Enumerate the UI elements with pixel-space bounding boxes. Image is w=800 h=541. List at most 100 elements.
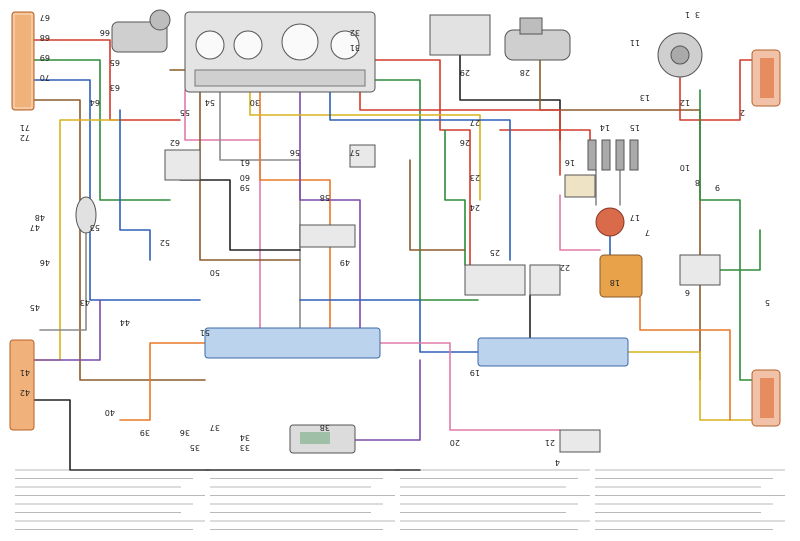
callout-38: 38	[320, 423, 330, 432]
wiper-motor	[111, 9, 171, 53]
wire-pink	[559, 194, 601, 251]
wire-violet	[33, 299, 101, 361]
callout-48: 48	[35, 213, 45, 222]
callout-1: 1	[685, 10, 690, 19]
wire-grey	[39, 232, 87, 331]
callout-30: 30	[250, 98, 260, 107]
callout-4: 4	[555, 458, 560, 467]
wire-yellow	[627, 351, 753, 421]
wire-red	[374, 59, 471, 266]
wire-brown	[539, 59, 701, 381]
callout-9: 9	[715, 183, 720, 192]
distributor	[595, 207, 625, 237]
callout-69: 69	[40, 53, 50, 62]
callout-3: 3	[695, 10, 700, 19]
callout-43: 43	[80, 298, 90, 307]
callout-56: 56	[290, 148, 300, 157]
callout-28: 28	[520, 68, 530, 77]
callout-62: 62	[170, 138, 180, 147]
callout-18: 18	[610, 278, 620, 287]
callout-10: 10	[680, 163, 690, 172]
wire-red	[679, 59, 753, 121]
wire-green	[444, 129, 466, 266]
starter	[504, 17, 571, 61]
wire-brown	[409, 159, 466, 251]
callout-53: 53	[90, 223, 100, 232]
right-headlight-block	[751, 49, 781, 107]
callout-31: 31	[350, 43, 360, 52]
callout-11: 11	[630, 38, 640, 47]
wire-orange	[639, 296, 731, 421]
callout-46: 46	[40, 258, 50, 267]
callout-49: 49	[340, 258, 350, 267]
callout-7: 7	[645, 228, 650, 237]
wire-blue	[299, 299, 479, 353]
callout-32: 32	[350, 28, 360, 37]
callout-60: 60	[240, 173, 250, 182]
callout-64: 64	[90, 98, 100, 107]
callout-27: 27	[470, 118, 480, 127]
callout-26: 26	[460, 138, 470, 147]
wire-violet	[299, 91, 361, 331]
callout-20: 20	[450, 438, 460, 447]
wire-red	[499, 129, 591, 141]
callout-67: 67	[40, 13, 50, 22]
wire-yellow	[249, 91, 481, 201]
callout-37: 37	[210, 423, 220, 432]
fuse-block-left	[204, 327, 381, 359]
radio	[289, 424, 356, 454]
callout-71: 71	[20, 123, 30, 132]
callout-47: 47	[30, 223, 40, 232]
right-rear-light-block	[751, 369, 781, 427]
callout-50: 50	[210, 268, 220, 277]
wire-harness	[33, 39, 761, 471]
callout-40: 40	[105, 408, 115, 417]
callout-72: 72	[20, 133, 30, 142]
callout-2: 2	[740, 108, 745, 117]
fuse-block-right	[477, 337, 629, 367]
wire-green	[374, 79, 479, 301]
callout-17: 17	[630, 213, 640, 222]
wire-violet	[354, 359, 421, 441]
wire-brown	[33, 99, 206, 381]
legend-caption-text	[15, 469, 785, 530]
left-headlight-block	[11, 11, 35, 111]
ignition-coil	[599, 254, 643, 298]
callout-14: 14	[600, 123, 610, 132]
callout-22: 22	[560, 263, 570, 272]
callout-35: 35	[190, 443, 200, 452]
callout-68: 68	[40, 33, 50, 42]
callout-15: 15	[630, 123, 640, 132]
callout-39: 39	[140, 428, 150, 437]
wire-blue	[329, 91, 511, 261]
callout-70: 70	[40, 73, 50, 82]
callout-19: 19	[470, 368, 480, 377]
callout-5: 5	[765, 298, 770, 307]
wire-green	[719, 229, 761, 271]
callout-36: 36	[180, 428, 190, 437]
left-rear-light-block	[9, 339, 35, 431]
callout-45: 45	[30, 303, 40, 312]
callout-41: 41	[20, 368, 30, 377]
instrument-cluster	[184, 11, 376, 93]
callout-13: 13	[640, 93, 650, 102]
wire-black	[179, 179, 301, 251]
callout-34: 34	[240, 433, 250, 442]
wire-green	[699, 89, 753, 381]
callout-42: 42	[20, 388, 30, 397]
callout-63: 63	[110, 83, 120, 92]
callout-52: 52	[160, 238, 170, 247]
callout-61: 61	[240, 158, 250, 167]
callout-57: 57	[350, 148, 360, 157]
callout-21: 21	[545, 438, 555, 447]
callout-12: 12	[680, 98, 690, 107]
wire-blue	[119, 109, 151, 261]
callout-25: 25	[490, 248, 500, 257]
wire-green	[33, 59, 171, 201]
callout-54: 54	[205, 98, 215, 107]
callout-55: 55	[180, 108, 190, 117]
wire-red	[359, 91, 561, 176]
wire-blue	[33, 79, 201, 301]
callout-29: 29	[460, 68, 470, 77]
